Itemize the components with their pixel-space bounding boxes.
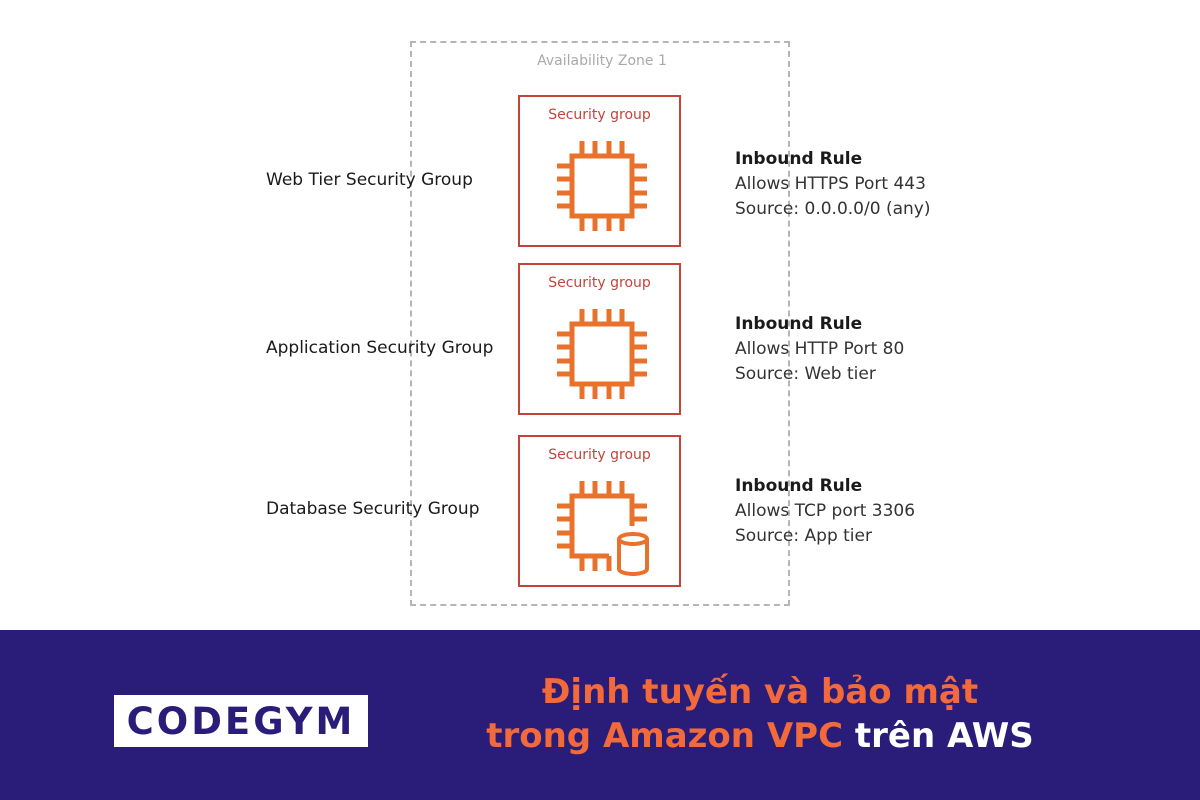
rule-line: Allows HTTP Port 80 [735,339,905,359]
rule-line: Source: Web tier [735,364,876,384]
footer-banner: CODEGYM Định tuyến và bảo mật trong Amaz… [0,630,1200,800]
database-tier-label: Database Security Group [266,499,480,519]
security-group-title: Security group [548,107,651,123]
chip-icon [557,141,647,231]
availability-zone-box: Availability Zone 1 [410,41,790,606]
logo-text: CODEGYM [126,699,356,743]
footer-title-line1: Định tuyến và bảo mật [541,672,979,712]
web-inbound-rule: Inbound Rule Allows HTTPS Port 443 Sourc… [735,147,930,222]
footer-title-accent: trong Amazon VPC [486,716,844,756]
rule-title: Inbound Rule [735,476,863,496]
availability-zone-label: Availability Zone 1 [537,53,667,69]
security-group-title: Security group [548,447,651,463]
web-tier-label: Web Tier Security Group [266,170,473,190]
rule-line: Allows TCP port 3306 [735,501,916,521]
chip-database-icon [557,481,649,576]
database-inbound-rule: Inbound Rule Allows TCP port 3306 Source… [735,474,915,549]
rule-line: Source: App tier [735,526,872,546]
chip-icon [557,309,647,399]
rule-title: Inbound Rule [735,314,863,334]
footer-title-rest: trên AWS [843,716,1034,756]
database-security-group-box: Security group [518,435,681,587]
rule-title: Inbound Rule [735,149,863,169]
web-security-group-box: Security group [518,95,681,247]
codegym-logo: CODEGYM [114,695,368,747]
footer-title: Định tuyến và bảo mật trong Amazon VPC t… [410,670,1110,758]
application-security-group-box: Security group [518,263,681,415]
footer-title-line2: trong Amazon VPC trên AWS [410,714,1110,758]
security-groups-diagram: Availability Zone 1 Web Tier Security Gr… [266,41,931,606]
security-group-title: Security group [548,275,651,291]
rule-line: Source: 0.0.0.0/0 (any) [735,199,931,219]
rule-line: Allows HTTPS Port 443 [735,174,926,194]
application-tier-label: Application Security Group [266,338,494,358]
application-inbound-rule: Inbound Rule Allows HTTP Port 80 Source:… [735,312,904,387]
